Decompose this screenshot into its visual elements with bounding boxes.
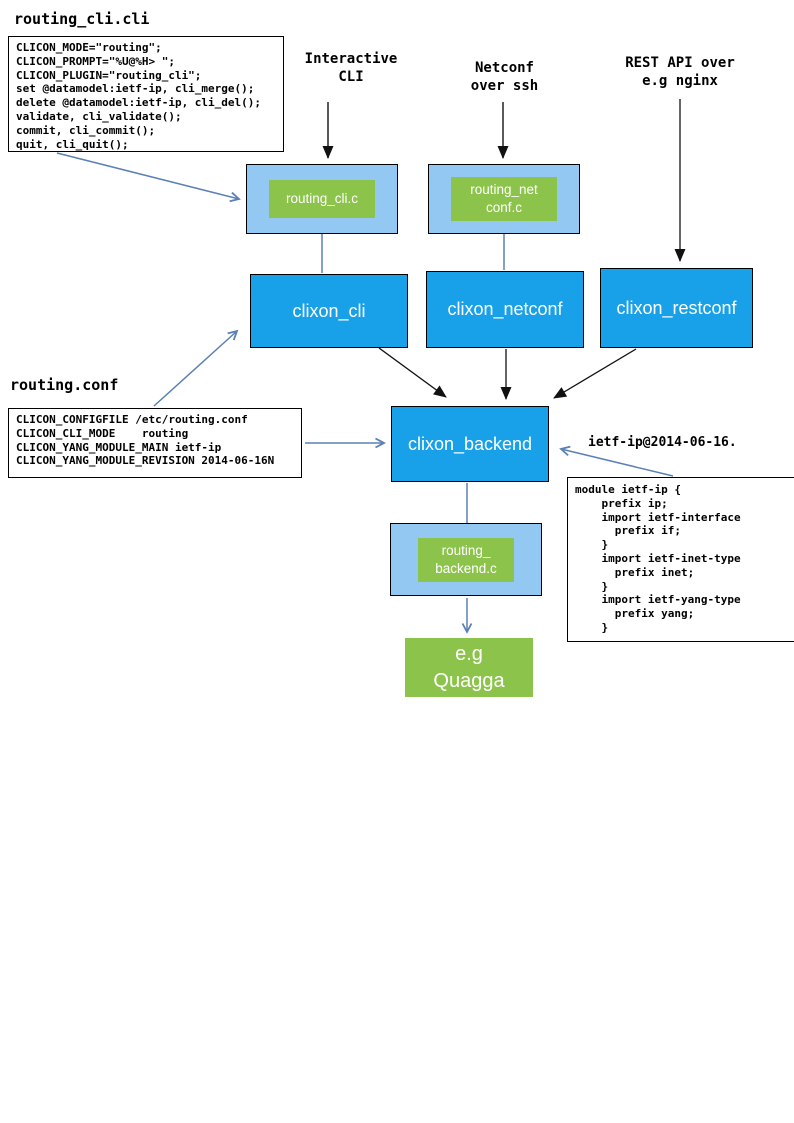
node-clixon-restconf: clixon_restconf — [600, 268, 753, 348]
routing-conf-code-box: CLICON_CONFIGFILE /etc/routing.conf CLIC… — [8, 408, 302, 478]
annotation-netconf-over-ssh: Netconf over ssh — [470, 60, 539, 94]
routing-cli-code-box: CLICON_MODE="routing"; CLICON_PROMPT="%U… — [8, 36, 284, 152]
node-clixon-backend: clixon_backend — [391, 406, 549, 482]
ietf-yang-code-box: module ietf-ip { prefix ip; import ietf-… — [567, 477, 794, 642]
annotation-interactive-cli: Interactive CLI — [304, 51, 398, 85]
plugin-container-netconf: routing_net conf.c — [428, 164, 580, 234]
arrow-restconf-to-backend — [553, 348, 637, 399]
routing-conf-file-title: routing.conf — [10, 376, 119, 394]
node-routing-netconf-c: routing_net conf.c — [451, 177, 557, 221]
arrow-cli-to-backend — [378, 347, 447, 398]
node-routing-backend-c: routing_ backend.c — [418, 537, 514, 582]
arrow-clifile-to-cli-plugin — [56, 152, 241, 203]
annotation-rest-api: REST API over e.g nginx — [625, 55, 735, 89]
node-routing-cli-c: routing_cli.c — [269, 180, 375, 218]
plugin-container-backend: routing_ backend.c — [390, 523, 542, 596]
node-clixon-cli: clixon_cli — [250, 274, 408, 348]
arrow-conf-to-clixoncli — [153, 329, 239, 407]
arrow-yang-to-backend — [559, 445, 674, 477]
node-clixon-netconf: clixon_netconf — [426, 271, 584, 348]
plugin-container-cli: routing_cli.c — [246, 164, 398, 234]
routing-cli-file-title: routing_cli.cli — [14, 10, 150, 28]
node-quagga: e.g Quagga — [405, 638, 533, 697]
ietf-yang-file-title: ietf-ip@2014-06-16. — [588, 435, 737, 450]
